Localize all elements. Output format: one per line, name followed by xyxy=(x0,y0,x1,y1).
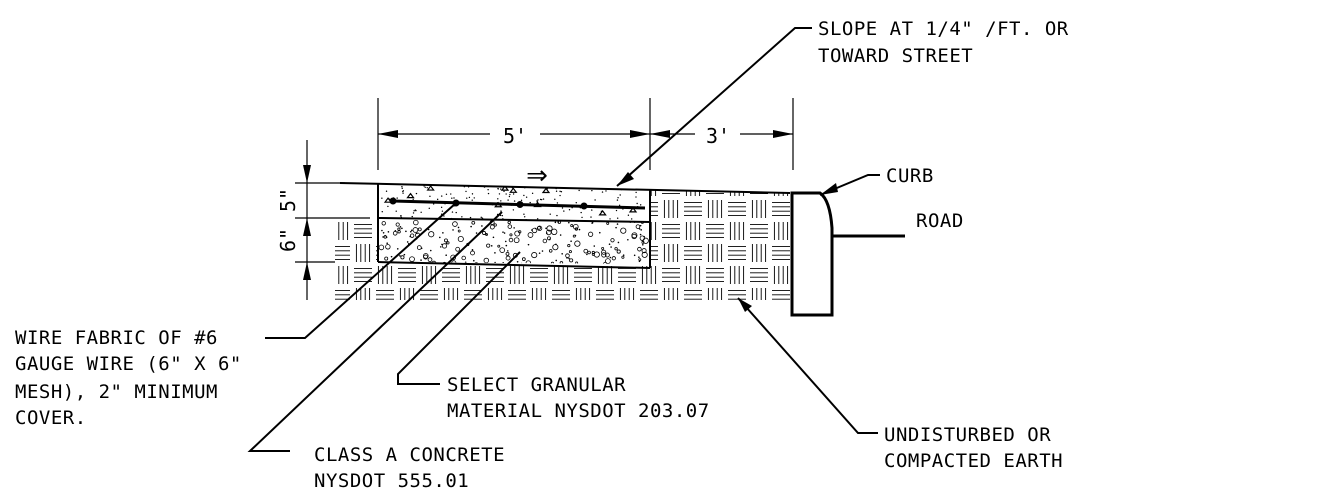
earth-label-line2: COMPACTED EARTH xyxy=(884,450,1063,472)
wire-fabric-line xyxy=(389,197,646,210)
granular-label-line1: SELECT GRANULAR xyxy=(447,374,626,396)
dim-sidewalk-width: 5' xyxy=(503,124,527,148)
granular-base-pattern xyxy=(378,219,649,264)
road-label: ROAD xyxy=(916,210,964,232)
curb-shape xyxy=(790,191,834,317)
dim-concrete-depth: 5" xyxy=(276,188,300,212)
concrete-label-line2: NYSDOT 555.01 xyxy=(314,470,469,489)
slope-label-line1: SLOPE AT 1/4" /FT. OR xyxy=(818,18,1069,40)
granular-label-line2: MATERIAL NYSDOT 203.07 xyxy=(447,400,710,422)
wire-fabric-label-line3: MESH), 2" MINIMUM xyxy=(15,381,218,403)
wire-fabric-label-line4: COVER. xyxy=(15,407,87,429)
left-dimension xyxy=(295,140,370,300)
wire-fabric-label-line1: WIRE FABRIC OF #6 xyxy=(15,327,218,349)
dim-strip-width: 3' xyxy=(706,124,730,148)
curb-label: CURB xyxy=(886,165,934,187)
dim-base-depth: 6" xyxy=(276,228,300,252)
slab-outline xyxy=(339,182,791,269)
top-dimension xyxy=(377,98,794,170)
wire-fabric-label-line2: GAUGE WIRE (6" X 6" xyxy=(15,353,242,375)
compacted-earth-hatch xyxy=(335,190,790,300)
slope-label-line2: TOWARD STREET xyxy=(818,45,973,67)
flow-direction-arrow: ⇒ xyxy=(526,161,548,191)
concrete-label-line1: CLASS A CONCRETE xyxy=(314,444,505,466)
earth-label-line1: UNDISTURBED OR xyxy=(884,424,1051,446)
leader-lines xyxy=(247,27,880,452)
